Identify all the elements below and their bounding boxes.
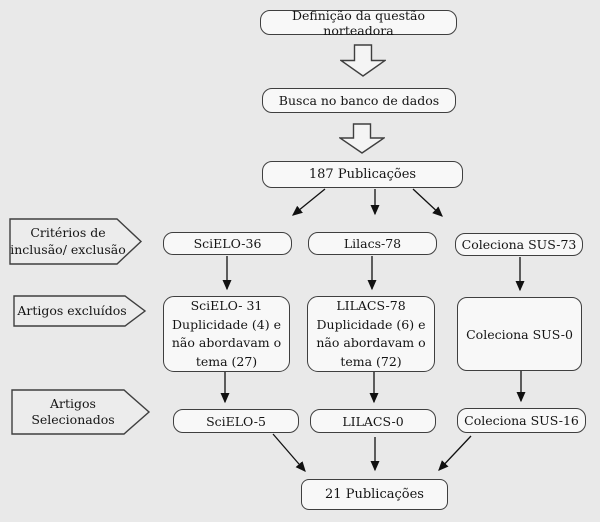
side-label-line: Artigos excluídos bbox=[17, 302, 127, 318]
pentagon-shape bbox=[13, 295, 147, 327]
node-coleciona-sus-73: Coleciona SUS-73 bbox=[455, 233, 583, 256]
node-label: SciELO-36 bbox=[193, 236, 262, 251]
node-line: tema (72) bbox=[340, 353, 402, 369]
node-busca-banco-dados: Busca no banco de dados bbox=[262, 88, 456, 113]
node-line: não abordavam o bbox=[171, 335, 282, 350]
side-label-artigos-selecionados: Artigos Selecionados bbox=[11, 389, 151, 435]
node-line: não abordavam o bbox=[316, 335, 426, 350]
node-label: 187 Publicações bbox=[308, 167, 417, 182]
node-label: Coleciona SUS-0 bbox=[466, 326, 573, 342]
node-187-publicacoes: 187 Publicações bbox=[262, 161, 463, 188]
down-block-arrow bbox=[339, 123, 385, 154]
pentagon-shape bbox=[11, 389, 151, 435]
node-21-publicacoes: 21 Publicações bbox=[301, 479, 448, 510]
node-label: Coleciona SUS-73 bbox=[461, 237, 577, 252]
pentagon-shape bbox=[9, 218, 143, 265]
node-label: Busca no banco de dados bbox=[278, 93, 440, 108]
side-label-line: Critérios de bbox=[30, 225, 106, 240]
node-label: Definição da questão norteadora bbox=[291, 7, 426, 38]
node-lilacs-excluidos: LILACS-78 Duplicidade (6) e não abordava… bbox=[307, 296, 435, 372]
node-scielo-5: SciELO-5 bbox=[173, 409, 299, 433]
node-scielo-36: SciELO-36 bbox=[163, 232, 292, 255]
side-label-line: Selecionados bbox=[31, 412, 115, 427]
side-label-line: inclusão/ exclusão bbox=[10, 241, 126, 257]
node-label: 21 Publicações bbox=[325, 487, 424, 502]
node-line: Duplicidade (6) e bbox=[316, 316, 426, 332]
node-definicao-questao: Definição da questão norteadora bbox=[260, 7, 457, 38]
side-label-criterios-inclusao-exclusao: Critérios de inclusão/ exclusão bbox=[9, 218, 143, 265]
node-coleciona-sus-0: Coleciona SUS-0 bbox=[457, 297, 582, 371]
side-label-artigos-excluidos: Artigos excluídos bbox=[13, 295, 147, 327]
node-lilacs-0: LILACS-0 bbox=[310, 409, 436, 433]
down-block-arrow bbox=[340, 44, 386, 77]
node-line: LILACS-78 bbox=[336, 298, 406, 313]
node-coleciona-sus-16: Coleciona SUS-16 bbox=[457, 408, 586, 433]
node-line: SciELO- 31 bbox=[190, 298, 263, 313]
node-label: LILACS-0 bbox=[342, 413, 404, 429]
node-line: Duplicidade (4) e bbox=[172, 316, 281, 332]
side-label-line: Artigos bbox=[50, 395, 96, 411]
node-scielo-excluidos: SciELO- 31 Duplicidade (4) e não abordav… bbox=[163, 296, 290, 372]
node-label: Coleciona SUS-16 bbox=[464, 413, 579, 428]
node-line: tema (27) bbox=[195, 353, 258, 369]
node-lilacs-78: Lilacs-78 bbox=[308, 232, 437, 255]
node-label: SciELO-5 bbox=[206, 413, 266, 429]
node-label: Lilacs-78 bbox=[343, 236, 402, 251]
